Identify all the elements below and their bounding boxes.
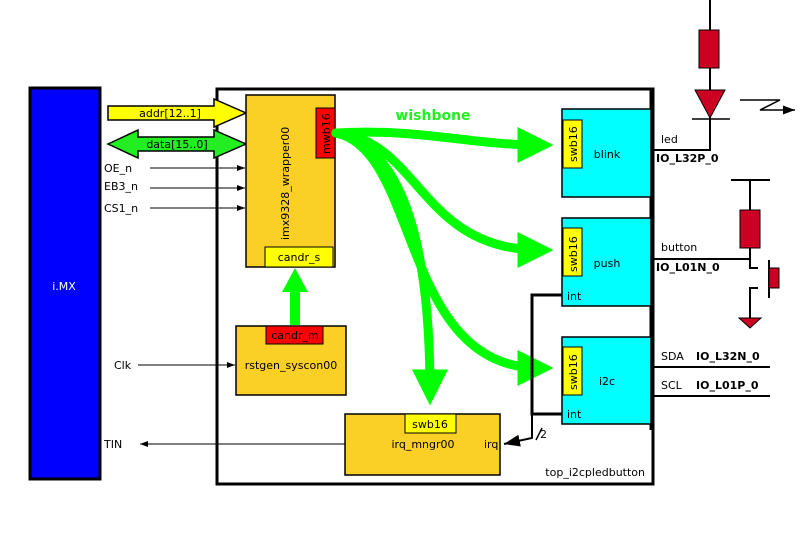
i2c-int-label: int: [567, 408, 582, 421]
blink-block: swb16 blink: [561, 108, 652, 198]
wrapper-label: imx9328_wrapper00: [279, 127, 292, 240]
light-emission-icon: [740, 99, 795, 115]
wishbone-to-blink: [331, 126, 554, 163]
top-block: [215, 87, 655, 486]
ground-icon: [737, 317, 763, 329]
blink-label: blink: [594, 148, 621, 161]
irq-label: irq_mngr00: [391, 438, 454, 451]
rstgen-block: candr_m rstgen_syscon00: [235, 325, 347, 396]
imx-block: i.MX: [28, 86, 102, 481]
clk-label: Clk: [114, 359, 132, 372]
scl-pin-label: IO_L01P_0: [696, 379, 759, 392]
addr-bus-arrow: [107, 97, 248, 129]
rstgen-label: rstgen_syscon00: [245, 359, 338, 372]
wishbone-bus: [331, 126, 554, 406]
candr-s-port: [264, 246, 334, 268]
irq-pin-label: irq: [484, 438, 498, 451]
candr-m-label: candr_m: [271, 329, 318, 342]
eb3-label: EB3_n: [104, 180, 138, 193]
bus-width-label: 2: [540, 428, 547, 441]
irq-block: swb16 irq_mngr00 irq: [344, 413, 501, 476]
scl-label: SCL: [661, 379, 683, 392]
led-circuit: [651, 0, 795, 151]
imx-label: i.MX: [52, 280, 76, 293]
push-block: swb16 push int: [561, 217, 652, 307]
i2c-block: swb16 i2c int: [561, 336, 652, 425]
button-pin-label: IO_L01N_0: [656, 261, 720, 274]
interrupt-wires: [503, 293, 562, 447]
candr-s-label: candr_s: [278, 251, 321, 264]
cs1-label: CS1_n: [104, 202, 138, 215]
irq-swb16-port: [404, 413, 457, 434]
tin-label: TIN: [103, 438, 122, 451]
led-diode-icon: [694, 89, 726, 120]
sda-pin-label: IO_L32N_0: [696, 350, 760, 363]
button-circuit: [651, 179, 780, 329]
i2c-label: i2c: [599, 375, 615, 388]
addr-label: addr[12..1]: [139, 107, 201, 120]
wrapper-block: imx9328_wrapper00 mwb16 candr_s: [245, 94, 336, 268]
pushbutton-icon: [768, 267, 780, 289]
resistor-icon: [698, 29, 720, 69]
push-int-label: int: [567, 290, 582, 303]
push-port-label: swb16: [567, 236, 580, 272]
mwb16-label: mwb16: [320, 113, 333, 154]
sda-label: SDA: [661, 350, 684, 363]
data-label: data[15..0]: [146, 138, 207, 151]
oe-label: OE_n: [104, 162, 132, 175]
push-label: push: [594, 257, 621, 270]
blink-port-label: swb16: [567, 126, 580, 162]
i2c-port-label: swb16: [567, 354, 580, 390]
irq-port-label: swb16: [412, 418, 448, 431]
led-pin-label: IO_L32P_0: [656, 152, 719, 165]
wishbone-to-irq: [331, 128, 448, 406]
bus-slash: [535, 427, 543, 441]
led-signal-label: led: [661, 133, 678, 146]
wishbone-label: wishbone: [395, 108, 470, 124]
candr-arrow: [282, 268, 308, 325]
top-label: top_i2cpledbutton: [545, 466, 645, 479]
candr-m-port: [265, 325, 324, 345]
button-signal-label: button: [661, 241, 697, 254]
pullup-resistor-icon: [739, 209, 761, 249]
